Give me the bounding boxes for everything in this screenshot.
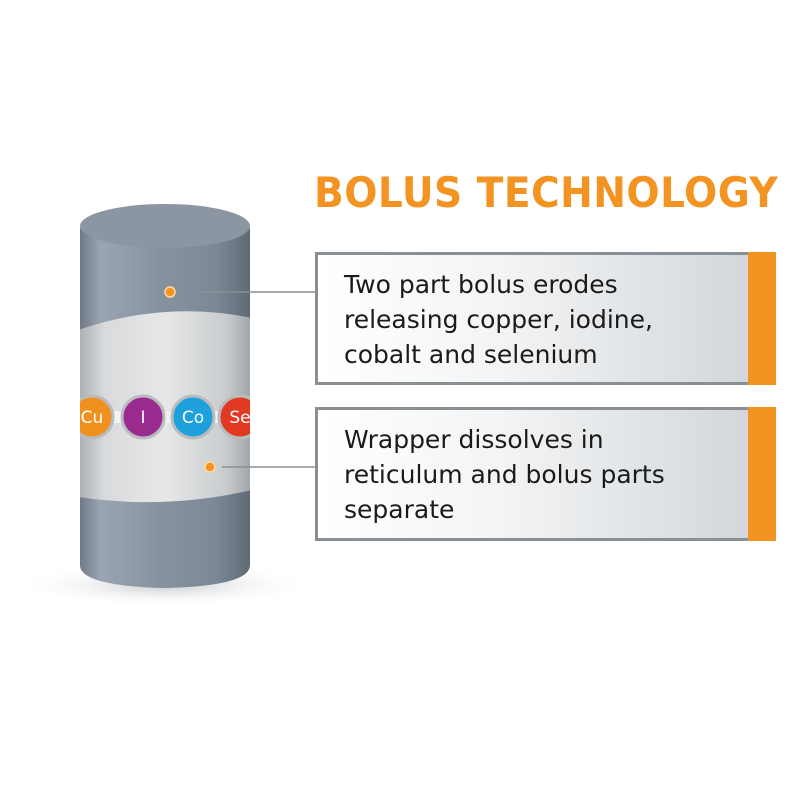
accent-bar — [748, 252, 776, 385]
marker-dot-band — [204, 461, 216, 473]
element-symbol: Co — [182, 408, 204, 428]
callout-box-erodes: Two part bolus erodes releasing copper, … — [315, 252, 776, 385]
element-symbol: Cu — [81, 408, 104, 428]
callout-text: Wrapper dissolves in reticulum and bolus… — [344, 425, 665, 524]
bolus-top — [80, 204, 250, 248]
page-title: BOLUS TECHNOLOGY — [314, 168, 779, 217]
element-cu: Cu — [80, 394, 115, 440]
element-se: Se — [217, 394, 250, 440]
marker-dot-top — [164, 286, 176, 298]
callout-box-wrapper: Wrapper dissolves in reticulum and bolus… — [315, 407, 776, 541]
accent-bar — [748, 407, 776, 541]
element-symbol: I — [140, 408, 145, 428]
wrapper-band — [80, 311, 250, 503]
element-circle — [170, 394, 216, 440]
callout-text: Two part bolus erodes releasing copper, … — [344, 270, 653, 369]
element-symbol: Se — [229, 408, 250, 428]
element-i: I — [120, 394, 166, 440]
element-circle — [217, 394, 250, 440]
element-co: Co — [170, 394, 216, 440]
element-circle — [120, 394, 166, 440]
element-circle — [80, 394, 115, 440]
